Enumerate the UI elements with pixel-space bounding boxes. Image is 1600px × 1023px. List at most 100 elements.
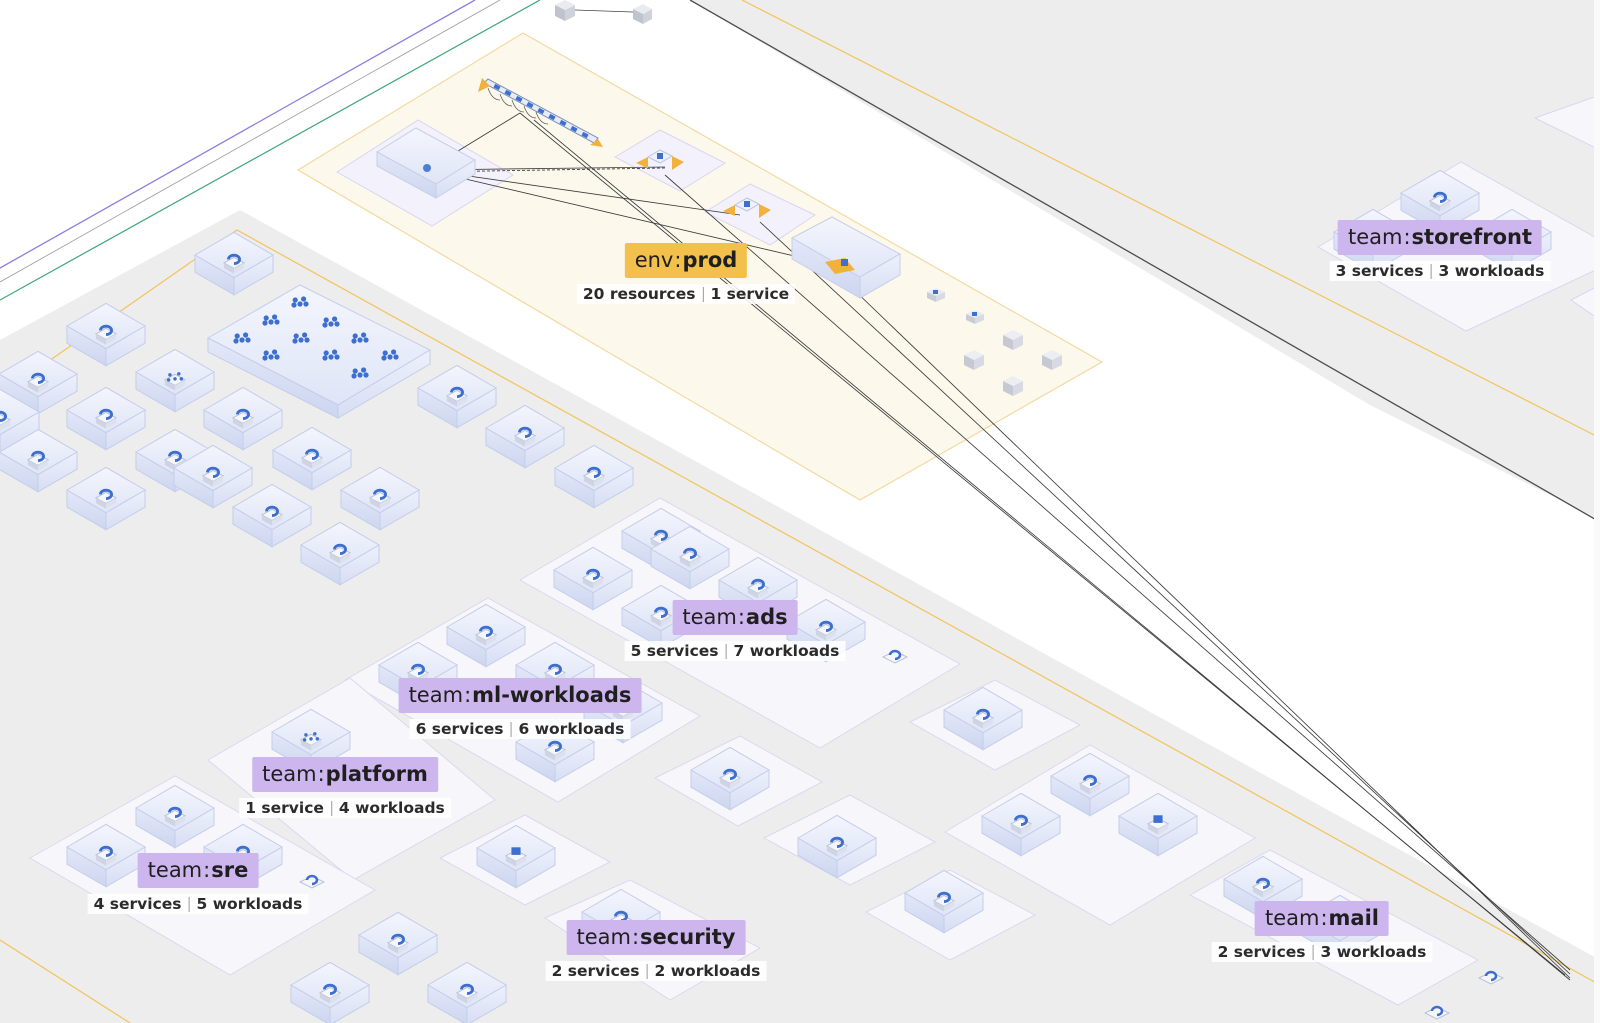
rail-element[interactable] (478, 78, 603, 147)
service-refresh-icon[interactable] (298, 874, 326, 889)
label-separator: : (674, 248, 682, 272)
service-refresh-icon (94, 408, 118, 429)
service-box[interactable] (0, 350, 78, 415)
document-box[interactable] (1118, 792, 1198, 857)
service-refresh-icon (814, 620, 838, 641)
service-box[interactable] (943, 686, 1023, 751)
pod-cluster-icon[interactable] (322, 316, 340, 328)
service-refresh-icon (231, 408, 255, 429)
service-box[interactable] (981, 792, 1061, 857)
team-label-chip[interactable]: team:storefront (1337, 220, 1543, 255)
service-box[interactable] (194, 231, 274, 296)
stat-secondary: 7 workloads (733, 642, 840, 660)
pod-cluster-icon[interactable] (292, 332, 310, 344)
service-refresh-icon (678, 547, 702, 568)
label-value: ads (745, 605, 788, 629)
service-box[interactable] (485, 404, 565, 469)
stat-secondary: 5 workloads (196, 895, 303, 913)
pod-box[interactable] (271, 708, 351, 773)
service-box[interactable] (232, 483, 312, 548)
service-refresh-icon (318, 983, 342, 1004)
team-label-chip[interactable]: team:mail (1254, 901, 1390, 936)
service-box[interactable] (66, 386, 146, 451)
service-box[interactable] (272, 426, 352, 491)
stat-primary: 6 services (415, 720, 504, 738)
env-label-chip[interactable]: env:prod (624, 243, 748, 278)
pod-cluster-icon[interactable] (322, 349, 340, 361)
pod-box[interactable] (135, 348, 215, 413)
pod-cluster-icon[interactable] (351, 332, 369, 344)
service-box[interactable] (290, 961, 370, 1023)
pod-cluster-icon[interactable] (291, 296, 309, 308)
service-box[interactable] (904, 869, 984, 934)
service-box[interactable] (417, 364, 497, 429)
service-refresh-icon (163, 806, 187, 827)
team-label-chip[interactable]: team:security (566, 920, 746, 955)
service-box[interactable] (690, 746, 770, 811)
service-refresh-icon (513, 426, 537, 447)
pod-cluster-icon[interactable] (262, 349, 280, 361)
label-separator: : (631, 925, 640, 949)
prod-small-cubes[interactable] (927, 288, 1062, 396)
label-separator: : (203, 858, 211, 882)
label-separator: : (317, 762, 325, 786)
service-box[interactable] (446, 603, 526, 668)
service-refresh-icon[interactable] (881, 649, 909, 664)
label-key: team (1347, 225, 1403, 249)
service-refresh-icon (386, 933, 410, 954)
service-box[interactable] (1223, 855, 1303, 920)
prod-resources[interactable] (376, 127, 902, 299)
service-box[interactable] (340, 466, 420, 531)
service-box[interactable] (0, 388, 40, 453)
label-value: prod (682, 248, 738, 272)
service-refresh-icon (222, 253, 246, 274)
document-box[interactable] (476, 824, 556, 889)
stat-divider (646, 963, 648, 979)
stat-divider (702, 286, 704, 302)
service-box[interactable] (650, 525, 730, 590)
pod-cluster-icon[interactable] (262, 314, 280, 326)
service-box[interactable] (173, 444, 253, 509)
service-box[interactable] (66, 302, 146, 367)
service-refresh-icon (582, 466, 606, 487)
service-box[interactable] (427, 961, 507, 1023)
team-label-chip[interactable]: team:sre (137, 853, 259, 888)
team-label-chip[interactable]: team:ads (672, 600, 798, 635)
service-box[interactable] (554, 444, 634, 509)
label-separator: : (1320, 906, 1328, 930)
pod-cluster-icon[interactable] (351, 367, 369, 379)
service-box[interactable] (135, 784, 215, 849)
service-refresh-icon (474, 625, 498, 646)
service-box[interactable] (553, 546, 633, 611)
service-box[interactable] (203, 386, 283, 451)
workload-boxes[interactable] (0, 169, 1552, 1023)
stat-divider (330, 800, 332, 816)
pod-cluster-icon[interactable] (233, 332, 251, 344)
service-box[interactable] (358, 911, 438, 976)
service-box[interactable] (797, 814, 877, 879)
service-refresh-icon[interactable] (1423, 1005, 1451, 1020)
service-box[interactable] (66, 823, 146, 888)
label-separator: : (1403, 225, 1411, 249)
team-label-chip[interactable]: team:platform (252, 757, 438, 792)
service-box[interactable] (300, 521, 380, 586)
stat-divider (1430, 263, 1432, 279)
pod-cluster-icon[interactable] (381, 349, 399, 361)
canvas-edge (1594, 0, 1600, 1023)
service-box[interactable] (1050, 752, 1130, 817)
team-label-chip[interactable]: team:ml-workloads (398, 678, 642, 713)
service-refresh-icon (649, 606, 673, 627)
pod-tray[interactable] (206, 284, 432, 419)
service-refresh-icon[interactable] (1477, 970, 1505, 985)
service-box[interactable] (66, 466, 146, 531)
